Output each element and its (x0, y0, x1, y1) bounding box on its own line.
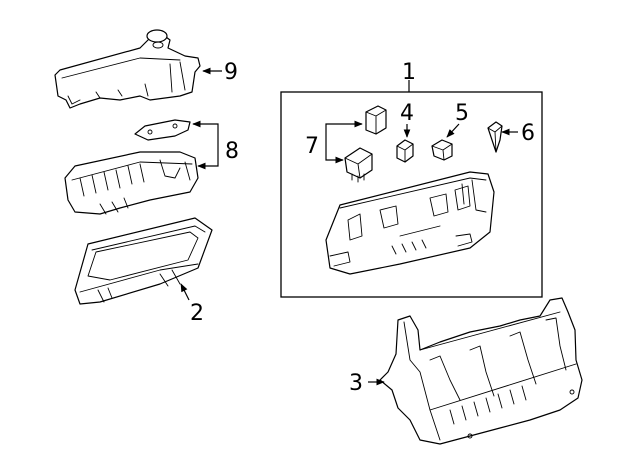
leader-lines (180, 67, 518, 386)
part-5-fuse (431, 139, 453, 161)
part-1-fuse-block (325, 171, 495, 275)
callout-8: 8 (225, 139, 239, 164)
callout-4: 4 (400, 101, 414, 126)
callout-5: 5 (455, 101, 469, 126)
callout-1: 1 (402, 60, 416, 85)
part-4-fuse (396, 139, 414, 163)
part-9-bracket (54, 29, 201, 109)
part-2-cover (74, 217, 213, 305)
callout-7: 7 (305, 134, 319, 159)
callout-2: 2 (190, 301, 204, 326)
callout-6: 6 (521, 121, 535, 146)
part-3-lower-housing (379, 297, 583, 445)
part-6-mini-fuse (487, 121, 503, 153)
callout-3: 3 (349, 371, 363, 396)
part-7-relay-lower (344, 147, 373, 183)
callout-9: 9 (224, 60, 238, 85)
part-8-plate (134, 119, 191, 141)
part-1-outline-box (280, 91, 543, 298)
part-8-fuse-holder (64, 151, 199, 215)
part-7-relay-upper (365, 105, 387, 135)
